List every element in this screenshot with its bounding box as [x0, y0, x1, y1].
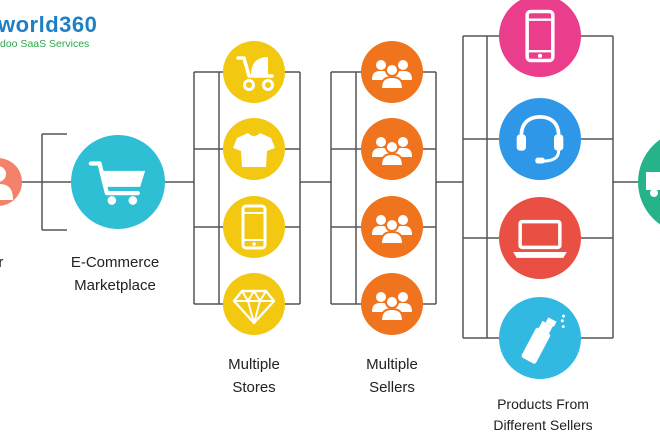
product-headset-node — [499, 98, 581, 180]
store-node — [223, 41, 285, 103]
marketplace-label-line-1: E-Commerce — [70, 254, 160, 271]
seller-node — [361, 41, 423, 103]
connector-line — [463, 35, 499, 339]
seller-node — [361, 118, 423, 180]
connector-line — [285, 71, 300, 305]
logo-tagline: doo SaaS Services — [0, 38, 90, 50]
connector-line — [41, 133, 67, 231]
connector-line — [194, 71, 223, 305]
connector-line — [423, 71, 436, 305]
product-spray-node — [499, 297, 581, 379]
seller-node — [361, 196, 423, 258]
logo-main-text: world360 — [0, 12, 98, 37]
sellers-label: Multiple Sellers — [342, 353, 442, 399]
delivery-node — [638, 139, 660, 225]
seller-node — [361, 273, 423, 335]
marketplace-label-line-2: Marketplace — [74, 277, 156, 294]
company-logo: world360 doo SaaS Services — [0, 14, 97, 50]
store-node — [223, 196, 285, 258]
products-label-line-2: Different Sellers — [493, 417, 593, 433]
store-node — [223, 273, 285, 335]
customer-label-text: er — [0, 254, 4, 271]
stores-label-line-2: Stores — [232, 379, 276, 396]
products-label: Products From Different Sellers — [468, 394, 618, 436]
store-node — [223, 118, 285, 180]
stores-label-line-1: Multiple — [228, 356, 280, 373]
connector-line — [581, 35, 613, 339]
customer-label: er — [0, 251, 30, 274]
marketplace-label: E-Commerce Marketplace — [50, 251, 180, 297]
marketplace-node — [71, 135, 165, 229]
products-label-line-1: Products From — [497, 396, 589, 412]
sellers-label-line-2: Sellers — [369, 379, 415, 396]
product-laptop-node — [499, 197, 581, 279]
product-phone-node — [499, 0, 581, 77]
connector-lines — [22, 35, 638, 339]
customer-node — [0, 158, 22, 206]
sellers-label-line-1: Multiple — [366, 356, 418, 373]
stores-label: Multiple Stores — [204, 353, 304, 399]
connector-line — [331, 71, 361, 305]
